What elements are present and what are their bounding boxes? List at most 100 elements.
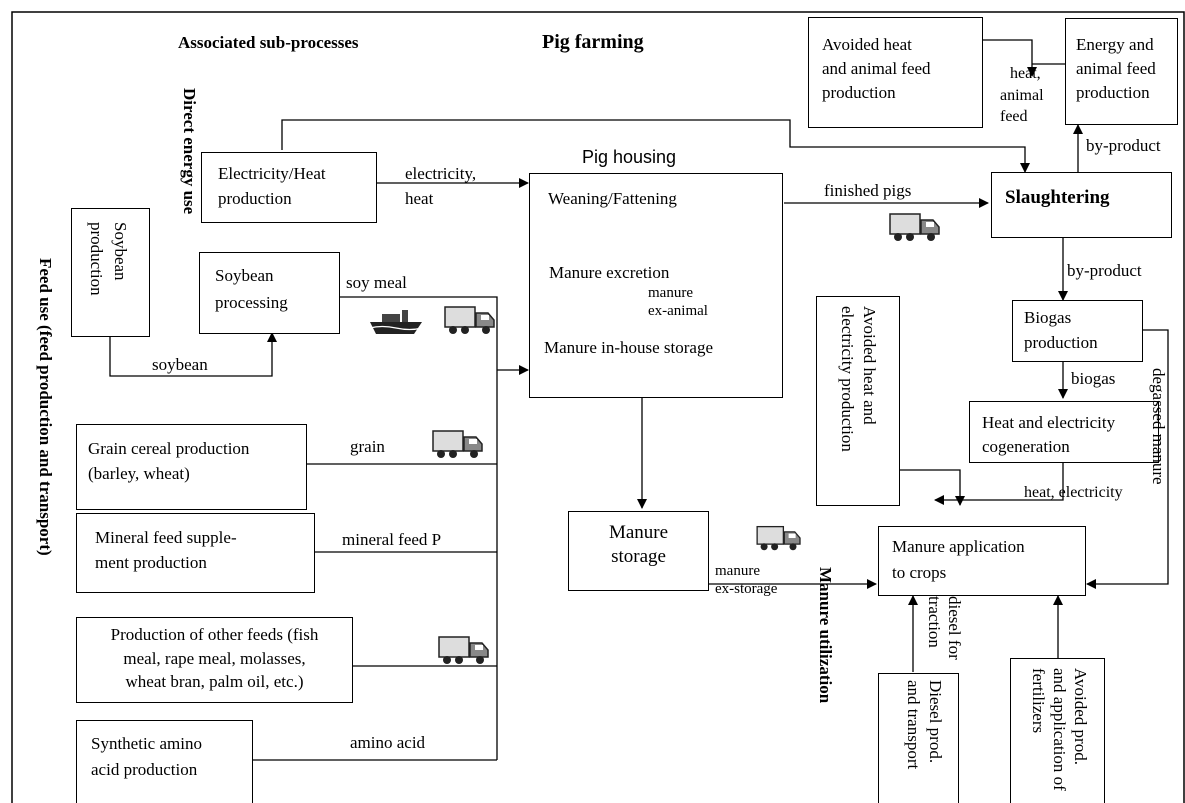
biogas-line2: production: [1024, 333, 1098, 352]
avoided-heat-feed-line2: and animal feed: [822, 59, 931, 78]
label-heat-animal-feed-3: feed: [1000, 108, 1028, 125]
label-diesel-traction-1: diesel for: [945, 596, 964, 660]
arrow-degassed: [1086, 329, 1169, 589]
label-manure-ex-animal-2: ex-animal: [648, 303, 708, 319]
heading-manure-utilization: Manure utilization: [816, 567, 835, 704]
other-feeds-line3: wheat bran, palm oil, etc.): [125, 672, 304, 691]
soybean-processing-line2: processing: [215, 293, 288, 312]
box-electricity-heat: [201, 152, 377, 223]
box-mineral: [76, 513, 315, 593]
electricity-heat-line1: Electricity/Heat: [218, 164, 326, 183]
box-manure-storage: [568, 511, 709, 591]
manure-excretion: Manure excretion: [549, 263, 670, 282]
grain-line1: Grain cereal production: [88, 439, 250, 458]
biogas-line1: Biogas: [1024, 308, 1072, 327]
heading-feed-use: Feed use (feed production and transport): [36, 258, 55, 556]
avoided-heat-feed-line3: production: [822, 83, 896, 102]
truck-icon: [438, 636, 489, 664]
box-energy-feed: [1065, 18, 1178, 125]
manure-application-line1: Manure application: [892, 537, 1025, 556]
label-amino-acid: amino acid: [350, 733, 426, 752]
weaning-fattening: Weaning/Fattening: [548, 189, 677, 208]
truck-icon: [756, 525, 801, 551]
amino-line1: Synthetic amino: [91, 734, 202, 753]
mineral-line1: Mineral feed supple-: [95, 528, 237, 547]
label-heat-electricity: heat, electricity: [1024, 484, 1123, 501]
manure-application-line2: to crops: [892, 563, 947, 582]
label-heat: heat: [405, 189, 434, 208]
cogeneration-line1: Heat and electricity: [982, 413, 1116, 432]
frame-border: [11, 11, 1185, 803]
box-diesel: [878, 673, 959, 803]
label-heat-animal-feed-1: heat,: [1010, 65, 1041, 82]
soybean-production-line2: production: [87, 222, 106, 296]
cogeneration-line2: cogeneration: [982, 437, 1070, 456]
other-feeds-line1: Production of other feeds (fish: [110, 625, 319, 644]
box-amino: [76, 720, 253, 803]
soybean-production-line1: Soybean: [111, 222, 130, 281]
ship-icon: [369, 310, 423, 334]
label-heat-animal-feed-2: animal: [1000, 87, 1044, 104]
arrow-soybean: [109, 332, 277, 377]
label-soybean: soybean: [152, 355, 208, 374]
energy-feed-line1: Energy and: [1076, 35, 1154, 54]
label-by-product-top: by-product: [1086, 136, 1161, 155]
avoided-fert-line3: fertilizers: [1029, 668, 1048, 734]
diesel-text: Diesel prod.and transport: [902, 680, 946, 769]
box-biogas: [1012, 300, 1143, 362]
box-other-feeds: [76, 617, 353, 703]
box-grain: [76, 424, 307, 510]
energy-feed-line3: production: [1076, 83, 1150, 102]
manure-storage-line1: Manure: [608, 522, 669, 543]
soybean-production-text: Soybean production: [84, 222, 132, 296]
electricity-heat-line2: production: [218, 189, 292, 208]
truck-icon: [889, 213, 940, 241]
box-avoided-heat-elec: [816, 296, 900, 506]
label-biogas: biogas: [1071, 369, 1116, 388]
truck-icon: [444, 306, 495, 334]
slaughtering-label: Slaughtering: [1005, 187, 1110, 208]
mineral-line2: ment production: [95, 553, 207, 572]
label-diesel-traction-2: traction: [925, 596, 944, 648]
label-by-product-mid: by-product: [1067, 261, 1142, 280]
avoided-heat-elec-line2: electricity production: [838, 306, 857, 452]
heading-pig-farming: Pig farming: [542, 31, 644, 53]
heading-associated: Associated sub-processes: [178, 33, 359, 52]
avoided-fert-line2: and application of: [1050, 668, 1069, 791]
label-grain: grain: [350, 437, 385, 456]
avoided-fert-line1: Avoided prod.: [1071, 668, 1090, 765]
label-mineral-feed-p: mineral feed P: [342, 530, 442, 549]
label-manure-ex-storage-1: manure: [715, 563, 760, 579]
label-degassed-manure: degassed manure: [1149, 368, 1168, 485]
heading-direct-energy-use: Direct energy use: [180, 88, 199, 215]
soybean-processing-line1: Soybean: [215, 266, 274, 285]
label-finished-pigs: finished pigs: [824, 181, 912, 200]
label-manure-ex-storage-2: ex-storage: [715, 581, 778, 597]
arrow-avoided-heat-elec: [900, 469, 965, 506]
diesel-line2: and transport: [904, 680, 923, 770]
box-avoided-heat-feed: [808, 17, 983, 128]
label-electricity: electricity,: [405, 164, 477, 183]
box-manure-application: [878, 526, 1086, 596]
label-soy-meal: soy meal: [346, 273, 407, 292]
energy-feed-line2: animal feed: [1076, 59, 1156, 78]
manure-inhouse-storage: Manure in-house storage: [544, 338, 714, 357]
box-soybean-production: [71, 208, 150, 337]
box-pig-housing: [529, 173, 783, 398]
diesel-line1: Diesel prod.: [926, 680, 945, 764]
truck-icon: [432, 430, 483, 458]
box-slaughtering: [991, 172, 1172, 238]
heading-pig-housing: Pig housing: [582, 147, 677, 167]
arrow-heat-elec: [934, 463, 1064, 505]
box-cogeneration: [969, 401, 1159, 463]
line-top-to-slaughter: [281, 119, 1030, 173]
avoided-heat-elec-line1: Avoided heat and: [860, 306, 879, 425]
manure-storage-line2: storage: [611, 546, 666, 567]
grain-line2: (barley, wheat): [88, 464, 190, 483]
feed-collector: [340, 296, 498, 760]
other-feeds-line2: meal, rape meal, molasses,: [123, 649, 306, 668]
amino-line2: acid production: [91, 760, 198, 779]
